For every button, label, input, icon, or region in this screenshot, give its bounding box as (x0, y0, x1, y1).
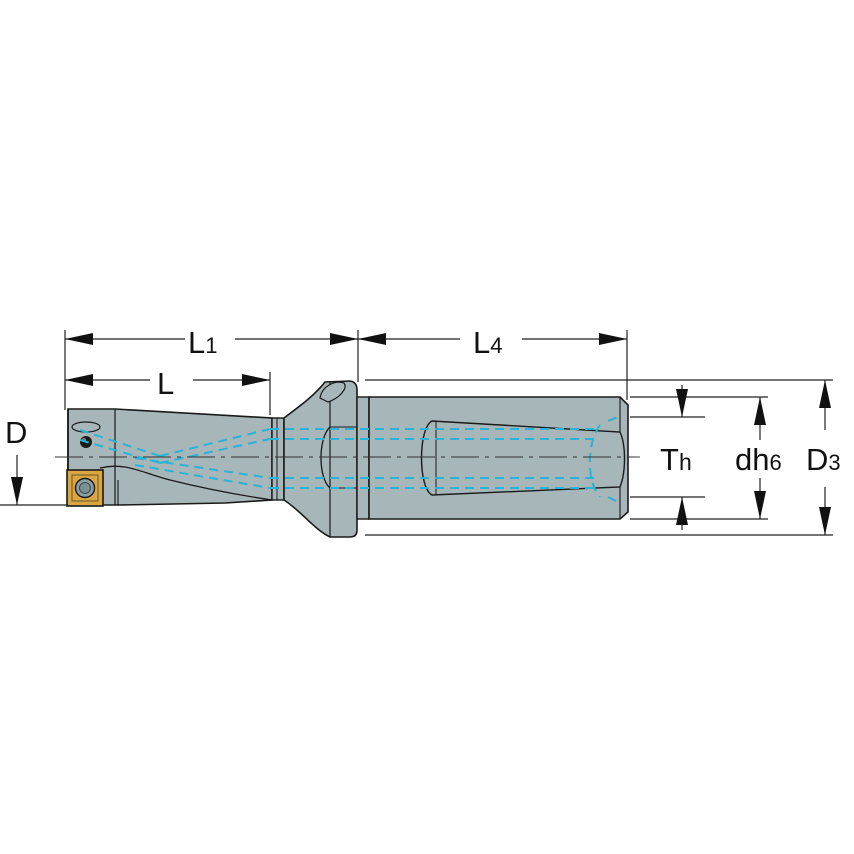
label-Th: Th (660, 442, 692, 477)
label-L: L (157, 366, 174, 401)
label-L1: L1 (188, 325, 218, 360)
shank-flat (420, 420, 626, 496)
cutting-insert (66, 469, 104, 507)
label-D: D (5, 415, 27, 450)
label-dh6: dh6 (735, 442, 782, 477)
coolant-channels (79, 415, 621, 504)
label-L4: L4 (473, 325, 503, 360)
coolant-outlet (71, 421, 101, 433)
dimension-lines (0, 330, 833, 536)
drill-body (66, 380, 629, 538)
label-D3: D3 (806, 442, 841, 477)
